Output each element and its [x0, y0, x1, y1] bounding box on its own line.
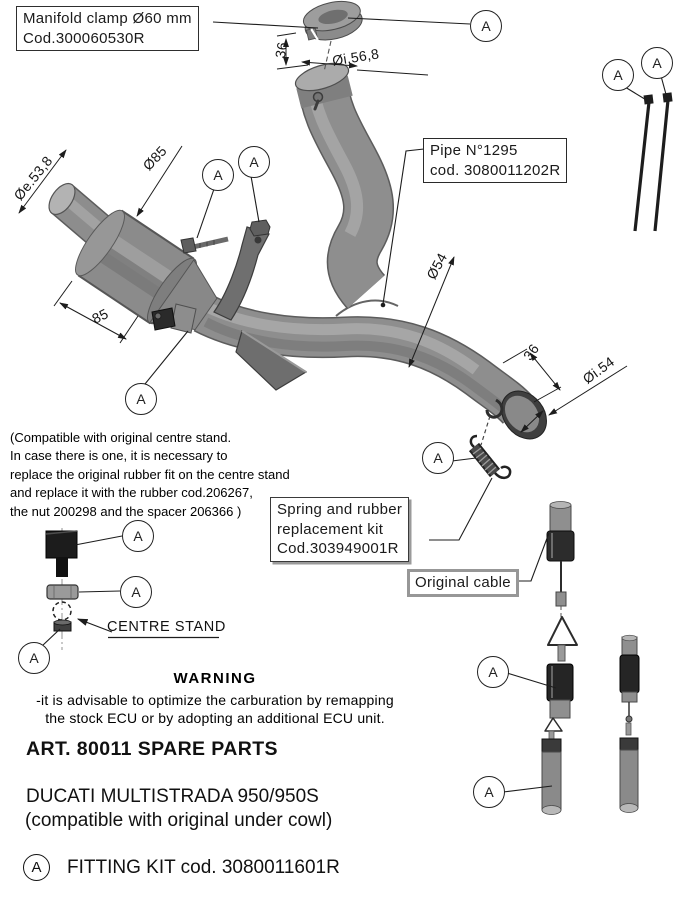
warning-block: WARNING -it is advisable to optimize the… — [0, 670, 430, 727]
callout-marker-tie2: A — [641, 47, 673, 79]
manifold-clamp-label-line1: Manifold clamp Ø60 mm — [23, 10, 192, 27]
pipe-label-box: Pipe N°1295 cod. 3080011202R — [423, 138, 568, 183]
mount-bracket-drawing — [213, 226, 308, 391]
callout-marker-bolt: A — [202, 159, 234, 191]
note-line-3: replace the original rubber fit on the c… — [10, 466, 290, 482]
callout-marker-rubber: A — [122, 520, 154, 552]
muffler-hook-drawing — [151, 303, 197, 334]
centre-stand-callout-lines — [76, 618, 219, 639]
callout-marker-stand-nut: A — [18, 642, 50, 674]
pipe-label-line1: Pipe N°1295 — [430, 142, 518, 159]
inlet-pipe-drawing — [294, 62, 395, 309]
spring-kit-label-line1: Spring and rubber — [277, 501, 403, 518]
manifold-clamp-label-line2: Cod.300060530R — [23, 29, 145, 47]
note-line-1: (Compatible with original centre stand. — [10, 430, 232, 445]
warning-title: WARNING — [173, 670, 257, 687]
callout-marker-cable-low: A — [473, 776, 505, 808]
callout-marker-hook: A — [125, 383, 157, 415]
centre-stand-parts-drawing — [45, 528, 79, 650]
model-note: (compatible with original under cowl) — [25, 810, 333, 831]
centre-stand-note: (Compatible with original centre stand. … — [10, 429, 290, 521]
manifold-clamp-drawing — [302, 0, 363, 41]
model-name: DUCATI MULTISTRADA 950/950S — [26, 786, 319, 807]
fitting-kit-row: A FITTING KIT cod. 3080011601R — [23, 854, 340, 881]
fitting-kit-label: FITTING KIT cod. 3080011601R — [67, 856, 340, 878]
leader-lines — [41, 17, 668, 793]
cable-parts-drawing — [541, 501, 640, 815]
manifold-clamp-label-box: Manifold clamp Ø60 mm Cod.300060530R — [16, 6, 199, 51]
spring-kit-label-line2: replacement kit — [277, 520, 384, 538]
article-title: ART. 80011 SPARE PARTS — [26, 738, 278, 760]
callout-marker-tie1: A — [602, 59, 634, 91]
callout-marker-clamp: A — [470, 10, 502, 42]
warning-line-2: the stock ECU or by adopting an addition… — [45, 710, 385, 727]
callout-marker-spacer: A — [120, 576, 152, 608]
leader-dot — [380, 302, 386, 308]
note-line-5: the nut 200298 and the spacer 206366 ) — [10, 503, 242, 519]
centre-stand-label: CENTRE STAND — [107, 619, 226, 635]
note-line-4: and replace it with the rubber cod.20626… — [10, 485, 253, 501]
spring-kit-label-box: Spring and rubber replacement kit Cod.30… — [270, 497, 410, 562]
note-line-2: In case there is one, it is necessary to — [10, 448, 228, 464]
original-cable-label-box: Original cable — [407, 569, 519, 597]
spring-kit-label-line3: Cod.303949001R — [277, 540, 399, 557]
callout-marker-nut: A — [238, 146, 270, 178]
pipe-label-line2: cod. 3080011202R — [430, 161, 561, 179]
fitting-kit-marker: A — [23, 854, 50, 881]
dimension-lines — [18, 32, 628, 433]
callout-marker-spring: A — [422, 442, 454, 474]
dim-inlet-depth: 36 — [271, 40, 291, 60]
spring-drawing — [468, 398, 512, 480]
warning-line-1: -it is advisable to optimize the carbura… — [36, 692, 394, 708]
original-cable-label: Original cable — [415, 574, 511, 591]
bolt-and-nut-drawing — [180, 219, 271, 254]
callout-marker-cable-mid: A — [477, 656, 509, 688]
cable-ties-drawing — [633, 92, 673, 232]
